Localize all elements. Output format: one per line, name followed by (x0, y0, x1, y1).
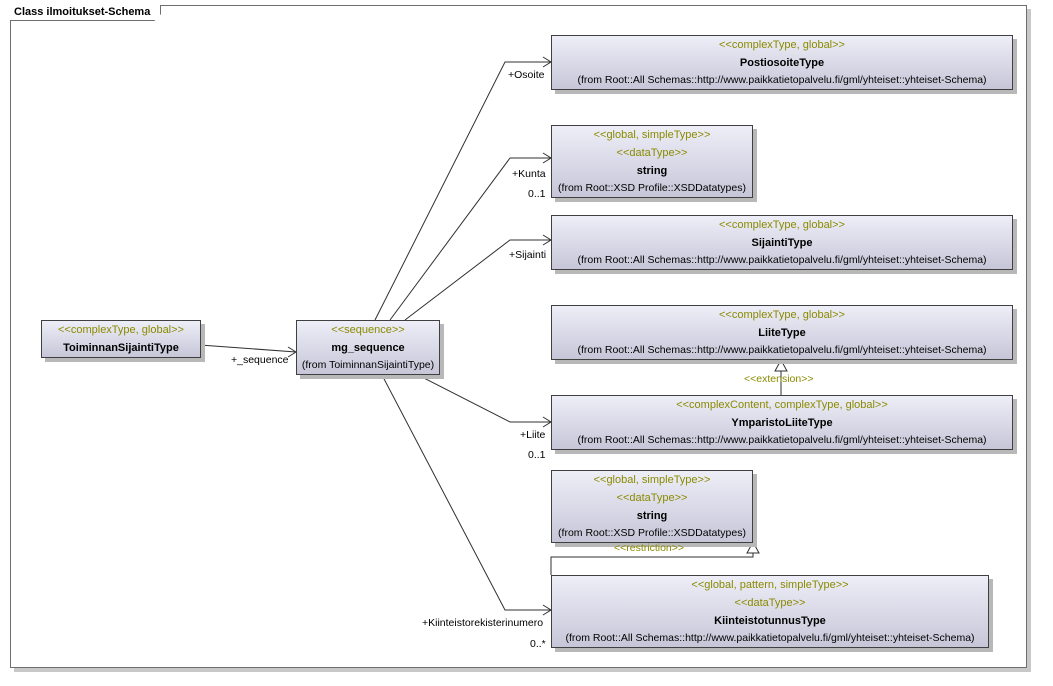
class-origin: (from Root::All Schemas::http://www.paik… (577, 254, 987, 266)
stereotype-label: <<global, pattern, simpleType>> (691, 579, 849, 591)
relation-label-restriction: <<restriction>> (614, 542, 685, 554)
class-origin: (from ToiminnanSijaintiType) (301, 359, 435, 371)
class-name: PostiosoiteType (739, 57, 825, 69)
class-name: ToiminnanSijaintiType (63, 342, 179, 354)
class-name: string (636, 510, 668, 522)
stereotype-label: <<complexType, global>> (719, 39, 845, 51)
generalization-arrow-extension (774, 358, 788, 372)
class-origin: (from Root::All Schemas::http://www.paik… (577, 74, 987, 86)
class-name: mg_sequence (331, 342, 405, 354)
class-toiminnan-sijainti-type[interactable]: <<complexType, global>> ToiminnanSijaint… (41, 320, 201, 358)
stereotype-label: <<complexType, global>> (719, 219, 845, 231)
edge-osoite[interactable] (374, 61, 551, 321)
edge-liite[interactable] (417, 374, 551, 423)
stereotype-label: <<sequence>> (331, 324, 405, 336)
class-ymparisto-liite-type[interactable]: <<complexContent, complexType, global>> … (551, 395, 1013, 450)
stereotype-label: <<complexType, global>> (719, 309, 845, 321)
stereotype-label: <<dataType>> (734, 597, 806, 609)
class-origin: (from Root::All Schemas::http://www.paik… (565, 632, 975, 644)
stereotype-label: <<complexContent, complexType, global>> (676, 399, 888, 411)
multiplicity-liite: 0..1 (528, 449, 546, 461)
role-label-kunta: +Kunta (512, 168, 546, 180)
class-origin: (from Root::All Schemas::http://www.paik… (577, 434, 987, 446)
edge-kiinteisto[interactable] (381, 374, 551, 611)
generalization-arrow-restriction (746, 540, 760, 554)
edge-kunta[interactable] (389, 157, 551, 321)
class-sijainti-type[interactable]: <<complexType, global>> SijaintiType (fr… (551, 215, 1013, 270)
class-name: string (636, 165, 668, 177)
class-name: LiiteType (758, 327, 806, 339)
class-name: SijaintiType (751, 237, 813, 249)
class-origin: (from Root::All Schemas::http://www.paik… (577, 344, 987, 356)
role-label-sijainti: +Sijainti (509, 249, 547, 261)
role-label-osoite: +Osoite (508, 69, 545, 81)
multiplicity-kunta: 0..1 (528, 188, 546, 200)
edge-sequence[interactable] (199, 344, 297, 353)
stereotype-label: <<complexType, global>> (58, 324, 184, 336)
class-name: YmparistoLiiteType (731, 417, 833, 429)
edge-sijainti[interactable] (404, 239, 551, 321)
edge-restriction[interactable] (550, 553, 754, 575)
class-kiinteistotunnus-type[interactable]: <<global, pattern, simpleType>> <<dataTy… (551, 575, 989, 648)
class-origin: (from Root::XSD Profile::XSDDatatypes) (558, 182, 746, 194)
stereotype-label: <<dataType>> (616, 147, 688, 159)
class-string-1[interactable]: <<global, simpleType>> <<dataType>> stri… (551, 125, 753, 198)
stereotype-label: <<dataType>> (616, 492, 688, 504)
class-name: KiinteistotunnusType (714, 615, 826, 627)
class-mg-sequence[interactable]: <<sequence>> mg_sequence (from Toiminnan… (296, 320, 440, 375)
stereotype-label: <<global, simpleType>> (593, 474, 711, 486)
class-string-2[interactable]: <<global, simpleType>> <<dataType>> stri… (551, 470, 753, 543)
stereotype-label: <<global, simpleType>> (593, 129, 711, 141)
relation-label-extension: <<extension>> (744, 373, 814, 385)
diagram-frame-title: Class ilmoitukset-Schema (10, 5, 161, 21)
multiplicity-kiinteisto: 0..* (530, 638, 546, 650)
role-label-kiinteisto: +Kiinteistorekisterinumero (422, 617, 544, 629)
role-label-liite: +Liite (520, 429, 546, 441)
class-liite-type[interactable]: <<complexType, global>> LiiteType (from … (551, 305, 1013, 360)
class-postiosoite-type[interactable]: <<complexType, global>> PostiosoiteType … (551, 35, 1013, 90)
role-label-sequence: +_sequence (231, 354, 289, 366)
class-origin: (from Root::XSD Profile::XSDDatatypes) (558, 527, 746, 539)
